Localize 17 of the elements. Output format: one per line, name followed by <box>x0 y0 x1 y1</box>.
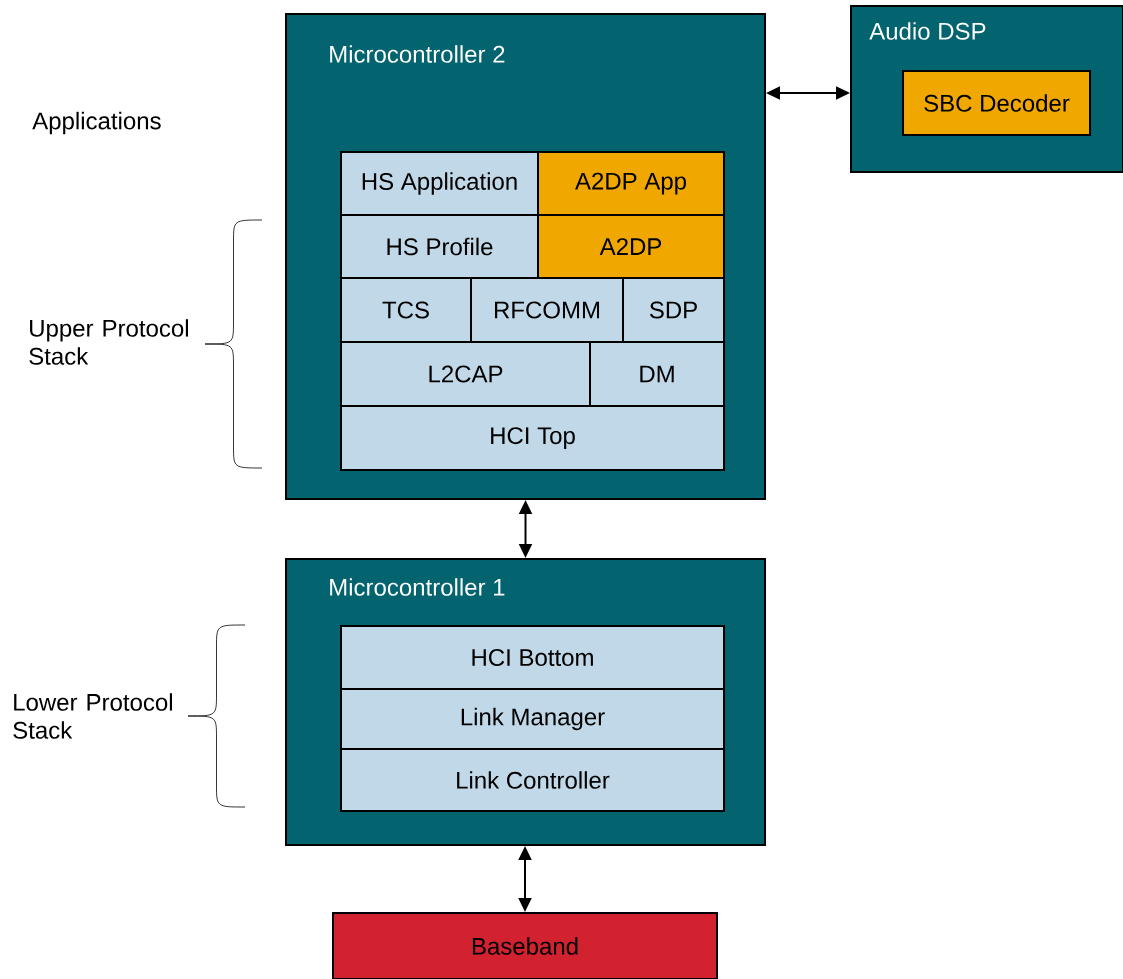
layer-box: SDP <box>622 277 725 343</box>
layer-box: HCI Bottom <box>340 625 725 690</box>
layer-box: RFCOMM <box>470 277 624 343</box>
layer-box: A2DP <box>537 214 725 279</box>
layer-box: HS Profile <box>340 214 539 279</box>
layer-box: SBC Decoder <box>902 70 1091 136</box>
stack-label: Applications <box>32 111 161 135</box>
layer-box: A2DP App <box>537 151 725 216</box>
stack-label: Upper Protocol Stack <box>29 319 188 365</box>
layer-box: Link Manager <box>340 688 725 750</box>
stack-label: Lower Protocol Stack <box>13 693 172 739</box>
baseband-box: Baseband <box>332 912 718 979</box>
layer-box: L2CAP <box>340 341 591 407</box>
layer-box: TCS <box>340 277 472 343</box>
layer-box: HS Application <box>340 151 539 216</box>
layer-box: DM <box>589 341 725 407</box>
layer-box: Link Controller <box>340 748 725 812</box>
